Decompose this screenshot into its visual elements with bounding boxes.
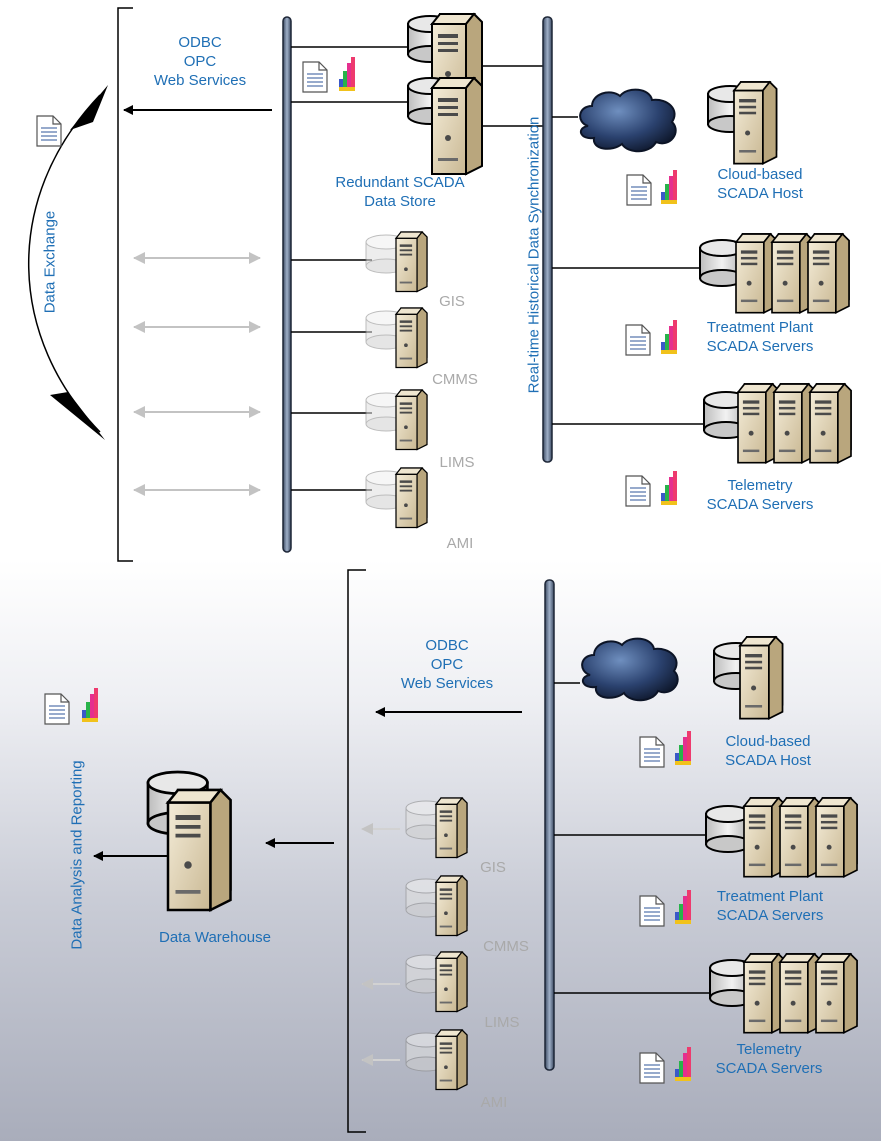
lims-server (406, 952, 467, 1012)
data-warehouse-label: Data Warehouse (158, 929, 271, 946)
lims-label: LIMS (484, 1014, 520, 1031)
treatment-server-3 (815, 797, 858, 878)
bottom-bus-connectors (554, 682, 712, 994)
telemetry-label-line-1: Telemetry (727, 477, 793, 494)
treatment-server-3 (807, 233, 850, 314)
treatment-label-line-1: Treatment Plant (716, 888, 824, 905)
cmms-server (366, 308, 427, 368)
sync-bus-label: Real-time Historical Data Synchronizatio… (525, 116, 543, 394)
treatment-server-1 (735, 233, 778, 314)
bar-chart-icon (661, 170, 677, 204)
cloud-host-label-line-2: SCADA Host (717, 185, 803, 202)
top-sync-bus (542, 16, 553, 463)
telemetry-server-2 (773, 383, 816, 464)
telemetry-label-line-2: SCADA Servers (706, 496, 814, 513)
top-bus1-connectors (291, 46, 415, 491)
document-icon (625, 475, 651, 507)
ami-label: AMI (480, 1094, 508, 1111)
treatment-server-1 (743, 797, 786, 878)
treatment-server-2 (771, 233, 814, 314)
bar-chart-icon (675, 1047, 691, 1081)
telemetry-label-line-1: Telemetry (736, 1041, 802, 1058)
document-icon (302, 61, 328, 93)
cmms-label: CMMS (432, 371, 478, 388)
bottom-sync-bus (544, 579, 555, 1071)
gis-server (366, 232, 427, 292)
document-icon (625, 324, 651, 356)
store-sync-connectors (482, 65, 543, 127)
cmms-server (406, 876, 467, 936)
protocol-web-services: Web Services (400, 675, 494, 692)
bar-chart-icon (339, 57, 355, 91)
bottom-treatment-label: Treatment Plant SCADA Servers (700, 887, 840, 925)
top-cloud-host-label: Cloud-based SCADA Host (700, 165, 820, 203)
bottom-grey-arrows (361, 823, 400, 1066)
document-icon (639, 895, 665, 927)
bar-chart-icon (661, 471, 677, 505)
document-icon (626, 174, 652, 206)
protocol-opc: OPC (183, 53, 217, 70)
top-left-bracket (117, 7, 133, 562)
redundant-store-server-2 (431, 77, 483, 175)
cloud-host-server (733, 81, 778, 165)
document-icon (36, 115, 62, 147)
cmms-label: CMMS (483, 938, 529, 955)
top-enterprise-bus (282, 16, 292, 553)
bar-chart-icon (82, 688, 98, 722)
cloud-host-label-line-1: Cloud-based (717, 166, 803, 183)
document-icon (639, 736, 665, 768)
treatment-label-line-2: SCADA Servers (716, 907, 824, 924)
bar-chart-icon (675, 890, 691, 924)
top-bus2-connectors (552, 116, 710, 425)
data-exchange-label: Data Exchange (41, 210, 59, 314)
data-exchange-arrowhead-top (70, 85, 108, 130)
ami-server (366, 468, 427, 528)
warehouse-server (166, 788, 232, 912)
lims-label: LIMS (439, 454, 475, 471)
bottom-telemetry-label: Telemetry SCADA Servers (704, 1040, 834, 1078)
protocol-web-services: Web Services (153, 72, 247, 89)
cloud-icon (579, 88, 677, 153)
gis-label: GIS (439, 293, 465, 310)
protocol-odbc: ODBC (425, 637, 469, 654)
cloud-host-label-line-2: SCADA Host (725, 752, 811, 769)
top-grey-arrows (133, 252, 261, 496)
gis-label: GIS (480, 859, 506, 876)
bottom-bracket (347, 569, 366, 1133)
top-treatment-label: Treatment Plant SCADA Servers (690, 318, 830, 356)
protocol-opc: OPC (430, 656, 464, 673)
bottom-cloud-host-label: Cloud-based SCADA Host (708, 732, 828, 770)
treatment-label-line-2: SCADA Servers (706, 338, 814, 355)
telemetry-label-line-2: SCADA Servers (715, 1060, 823, 1077)
gis-server (406, 798, 467, 858)
lims-server (366, 390, 427, 450)
protocol-odbc: ODBC (178, 34, 222, 51)
treatment-label-line-1: Treatment Plant (706, 319, 814, 336)
ami-server (406, 1030, 467, 1090)
telemetry-server-3 (815, 953, 858, 1034)
ami-label: AMI (446, 535, 474, 552)
cloud-host-server (739, 636, 784, 720)
top-exchange-protocols: ODBC OPC Web Services (135, 33, 265, 90)
telemetry-server-3 (809, 383, 852, 464)
cloud-host-label-line-1: Cloud-based (725, 733, 811, 750)
telemetry-server-1 (743, 953, 786, 1034)
data-exchange-arrowhead-bottom (50, 392, 105, 440)
document-icon (639, 1052, 665, 1084)
redundant-store-label: Redundant SCADA Data Store (330, 173, 470, 211)
bar-chart-icon (675, 731, 691, 765)
bar-chart-icon (661, 320, 677, 354)
top-telemetry-label: Telemetry SCADA Servers (695, 476, 825, 514)
document-icon (44, 693, 70, 725)
telemetry-server-2 (779, 953, 822, 1034)
redundant-store-label-line-2: Data Store (364, 193, 436, 210)
bottom-exchange-protocols: ODBC OPC Web Services (382, 636, 512, 693)
redundant-store-label-line-1: Redundant SCADA (335, 174, 465, 191)
data-analysis-label: Data Analysis and Reporting (68, 760, 86, 950)
cloud-icon (581, 637, 679, 702)
treatment-server-2 (779, 797, 822, 878)
telemetry-server-1 (737, 383, 780, 464)
